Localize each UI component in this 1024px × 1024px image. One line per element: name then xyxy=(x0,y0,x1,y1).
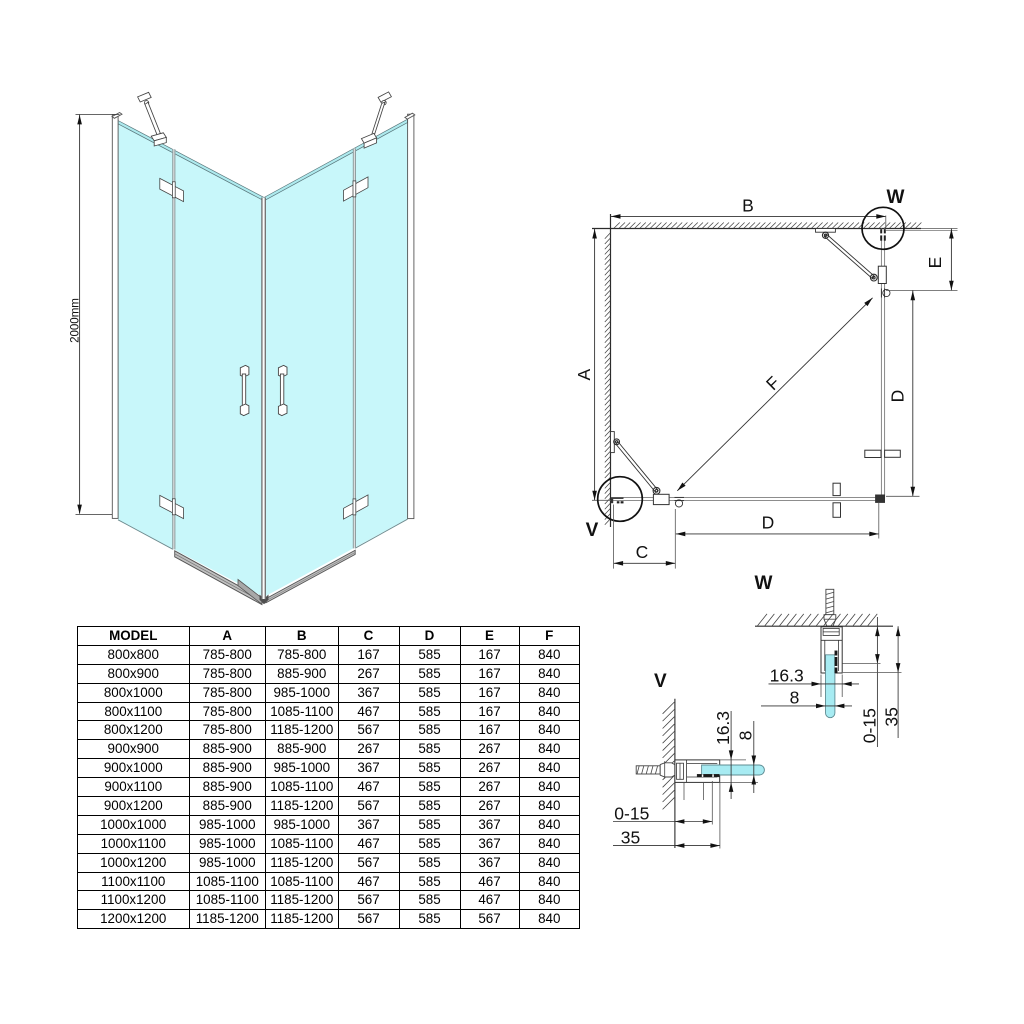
svg-text:35: 35 xyxy=(621,827,640,847)
svg-text:W: W xyxy=(755,573,773,594)
svg-text:8: 8 xyxy=(790,688,800,708)
svg-text:16.3: 16.3 xyxy=(713,711,733,745)
svg-text:E: E xyxy=(925,257,945,269)
svg-text:16.3: 16.3 xyxy=(770,665,804,685)
svg-text:C: C xyxy=(636,542,649,562)
svg-text:2000mm: 2000mm xyxy=(70,298,82,343)
svg-text:8: 8 xyxy=(736,731,756,741)
svg-text:0-15: 0-15 xyxy=(860,708,880,743)
svg-text:V: V xyxy=(586,520,599,541)
svg-text:W: W xyxy=(887,187,905,208)
svg-text:D: D xyxy=(762,513,775,533)
svg-text:B: B xyxy=(742,196,754,216)
svg-text:35: 35 xyxy=(881,707,901,726)
svg-text:A: A xyxy=(574,369,594,381)
svg-text:D: D xyxy=(888,390,908,403)
svg-text:V: V xyxy=(654,671,667,692)
svg-text:0-15: 0-15 xyxy=(614,803,649,823)
